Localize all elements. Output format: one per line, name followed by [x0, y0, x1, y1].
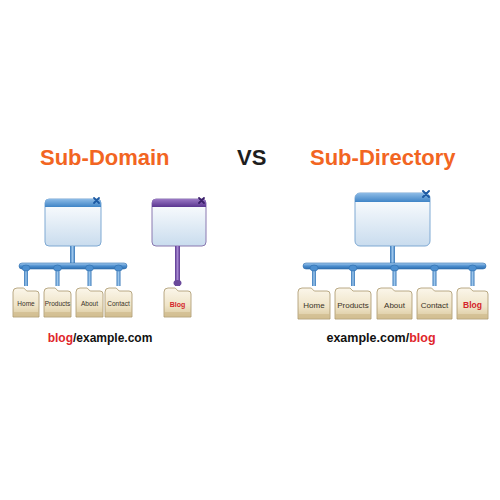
url-part: example.com/ [326, 332, 409, 345]
tree-joint [54, 265, 62, 271]
url-line: blog/example.com [48, 332, 153, 344]
url-line: example.com/blog [326, 332, 435, 345]
folder-shade [458, 314, 488, 319]
close-icon [423, 191, 429, 197]
tree-joint [22, 265, 30, 271]
window-body [152, 199, 206, 246]
folder-shade [378, 314, 412, 319]
window-titlebar [152, 199, 206, 207]
folder-label: Blog [170, 301, 186, 308]
window-body [355, 193, 430, 246]
tree-joint [469, 265, 477, 271]
folder-label: Products [337, 302, 369, 310]
folder-node: Contact [104, 286, 133, 318]
folder-node: About [75, 286, 104, 318]
browser-window [355, 191, 430, 246]
folder-label: About [81, 301, 98, 308]
folder-outline [377, 288, 412, 319]
folder-shade [77, 312, 103, 317]
folder-outline [105, 288, 132, 317]
tree-joint [349, 265, 357, 271]
browser-window [152, 198, 206, 246]
window-titlebar [355, 193, 430, 202]
heading: VS [237, 147, 266, 169]
folder-shade [14, 312, 39, 317]
window-body [45, 199, 101, 246]
tree-stem [390, 246, 395, 265]
folder-outline [335, 288, 371, 319]
folder-label: Home [303, 302, 324, 310]
folder-label: Blog [463, 301, 482, 310]
tree-drops [310, 265, 477, 286]
tree-joint [431, 265, 439, 271]
window-titlebar [45, 199, 101, 207]
folder-outline [44, 288, 71, 317]
heading: Sub-Directory [310, 147, 455, 169]
folder-node: Blog [163, 286, 192, 318]
folder-shade [165, 312, 191, 317]
folder-outline [164, 288, 191, 317]
folder-outline [76, 288, 103, 317]
tree-stem [70, 246, 75, 265]
close-icon [94, 198, 99, 203]
folder-node: Home [297, 286, 331, 320]
folder-outline [417, 288, 452, 319]
tree-joint [115, 265, 123, 271]
tree-bar [19, 263, 127, 269]
folder-node: Products [43, 286, 72, 318]
folder-node: Products [334, 286, 372, 320]
url-part: /example.com [73, 332, 152, 344]
folder-label: Products [45, 301, 71, 308]
folder-outline [298, 288, 330, 319]
folder-label: Contact [421, 302, 449, 310]
folder-shade [336, 314, 371, 319]
close-icon [199, 198, 204, 203]
folder-node: Contact [416, 286, 453, 320]
tree-drops [22, 265, 123, 286]
folder-label: Home [17, 301, 34, 308]
tree-joint [86, 265, 94, 271]
folder-shade [106, 312, 132, 317]
folder-shade [45, 312, 71, 317]
folder-outline [457, 288, 488, 319]
browser-window [45, 198, 101, 246]
url-part: blog [409, 332, 435, 345]
tree-joint [174, 280, 182, 286]
folder-shade [418, 314, 452, 319]
heading: Sub-Domain [40, 147, 170, 169]
folder-label: About [384, 302, 405, 310]
folder-outline [13, 288, 39, 317]
tree-joint [391, 265, 399, 271]
folder-shade [299, 314, 330, 319]
url-part: blog [48, 332, 73, 344]
folder-label: Contact [107, 301, 129, 308]
folder-node: Home [12, 286, 40, 318]
folder-node: About [376, 286, 413, 320]
tree-joint [310, 265, 318, 271]
folder-node: Blog [456, 286, 489, 320]
